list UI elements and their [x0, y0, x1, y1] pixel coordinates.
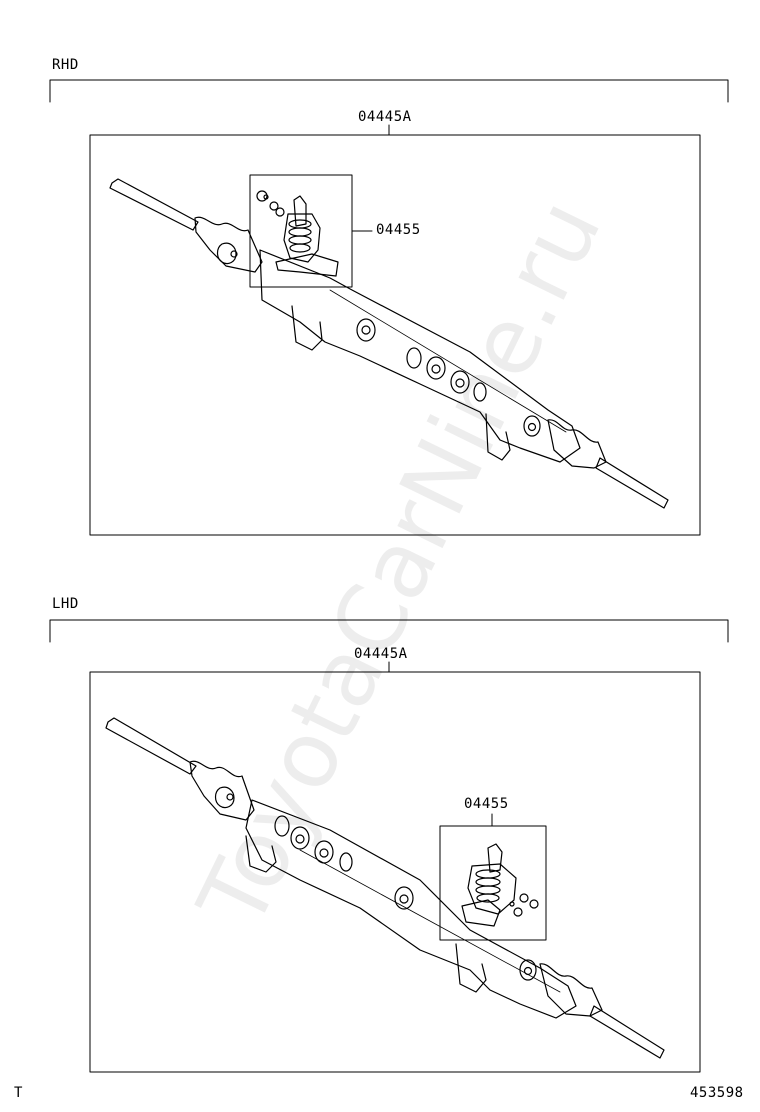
- rack-boot-left: [194, 216, 263, 273]
- rack-clamp-ring-1: [214, 786, 235, 809]
- rack-boot-left: [189, 760, 255, 821]
- lhd-section: [49, 619, 729, 1073]
- rhd-steering-rack: [109, 178, 669, 509]
- kit-valve-stem: [487, 843, 503, 873]
- rack-ring-3: [290, 826, 310, 850]
- rhd-variant-label: RHD: [52, 57, 79, 73]
- lhd-kit-frame: [439, 825, 547, 941]
- rack-ring-5: [339, 852, 353, 872]
- rack-mount-right: [485, 413, 511, 461]
- rack-mount-right: [455, 943, 487, 993]
- rack-housing: [245, 799, 577, 1019]
- rack-boot-right: [539, 963, 603, 1017]
- lhd-valve-kit: [461, 843, 539, 927]
- kit-spring-3: [475, 885, 501, 895]
- rhd-valve-kit: [256, 190, 339, 277]
- rack-nut-3: [295, 834, 305, 844]
- rack-shaft-left: [105, 717, 197, 775]
- kit-ball-4: [509, 901, 515, 907]
- kit-bracket-plate: [461, 899, 501, 927]
- rack-nut-1: [226, 793, 234, 801]
- rack-housing-spine: [299, 849, 561, 993]
- rack-housing: [259, 249, 581, 463]
- rack-ring-7: [523, 415, 541, 437]
- rack-nut-6: [399, 894, 409, 904]
- kit-valve-body: [283, 213, 321, 263]
- rack-nut-7: [523, 966, 533, 976]
- rack-ring-7: [519, 959, 537, 981]
- rack-ring-3: [406, 347, 422, 369]
- rack-shaft-right: [595, 457, 669, 509]
- rhd-section: [49, 79, 729, 536]
- lhd-assembly-code[interactable]: 04445A: [354, 646, 408, 662]
- rack-nut-7: [527, 422, 537, 432]
- rhd-kit-code[interactable]: 04455: [376, 222, 421, 238]
- rhd-assembly-code[interactable]: 04445A: [358, 109, 412, 125]
- lhd-variant-label: LHD: [52, 596, 79, 612]
- rack-shaft-left: [109, 178, 199, 231]
- rack-nut-1: [230, 250, 238, 258]
- illustration-number: 453598: [690, 1085, 744, 1101]
- rack-ring-5: [450, 370, 470, 394]
- rack-boot-right: [547, 419, 607, 469]
- kit-spring-2: [475, 877, 501, 887]
- rack-housing-spine: [329, 289, 567, 433]
- rack-mount-left: [245, 835, 277, 873]
- kit-ball-3: [269, 201, 279, 211]
- kit-ball-2: [263, 194, 269, 200]
- kit-ball-1: [256, 190, 268, 202]
- kit-spring-2: [288, 227, 312, 237]
- lhd-steering-rack: [105, 717, 665, 1059]
- rhd-bracket: [49, 79, 729, 103]
- rack-nut-2: [361, 325, 371, 335]
- rack-nut-5: [455, 378, 465, 388]
- kit-valve-stem: [293, 195, 307, 227]
- kit-bracket-plate: [275, 253, 339, 277]
- lhd-kit-code[interactable]: 04455: [464, 796, 509, 812]
- rack-ring-2: [356, 318, 376, 342]
- kit-spring-1: [475, 869, 501, 879]
- kit-valve-body: [467, 863, 517, 915]
- rack-ring-6: [473, 382, 487, 402]
- rack-shaft-right: [589, 1005, 665, 1059]
- kit-ball-2: [529, 899, 539, 909]
- rack-nut-4: [431, 364, 441, 374]
- rack-ring-4: [314, 840, 334, 864]
- rack-nut-4: [319, 848, 329, 858]
- kit-spring-4: [289, 243, 311, 253]
- rack-clamp-ring-1: [216, 242, 237, 265]
- rack-ring-2: [274, 815, 290, 837]
- kit-spring-4: [476, 893, 500, 903]
- kit-spring-3: [288, 235, 312, 245]
- rack-mount-left: [291, 305, 323, 351]
- rack-ring-4: [426, 356, 446, 380]
- kit-ball-4: [275, 207, 285, 217]
- lhd-assembly-frame: [89, 671, 701, 1073]
- kit-ball-3: [513, 907, 523, 917]
- footer-left-mark: T: [14, 1085, 23, 1101]
- rhd-assembly-frame: [89, 134, 701, 536]
- kit-ball-1: [519, 893, 529, 903]
- kit-spring-1: [288, 219, 312, 229]
- rack-ring-6: [394, 886, 414, 910]
- lhd-bracket: [49, 619, 729, 643]
